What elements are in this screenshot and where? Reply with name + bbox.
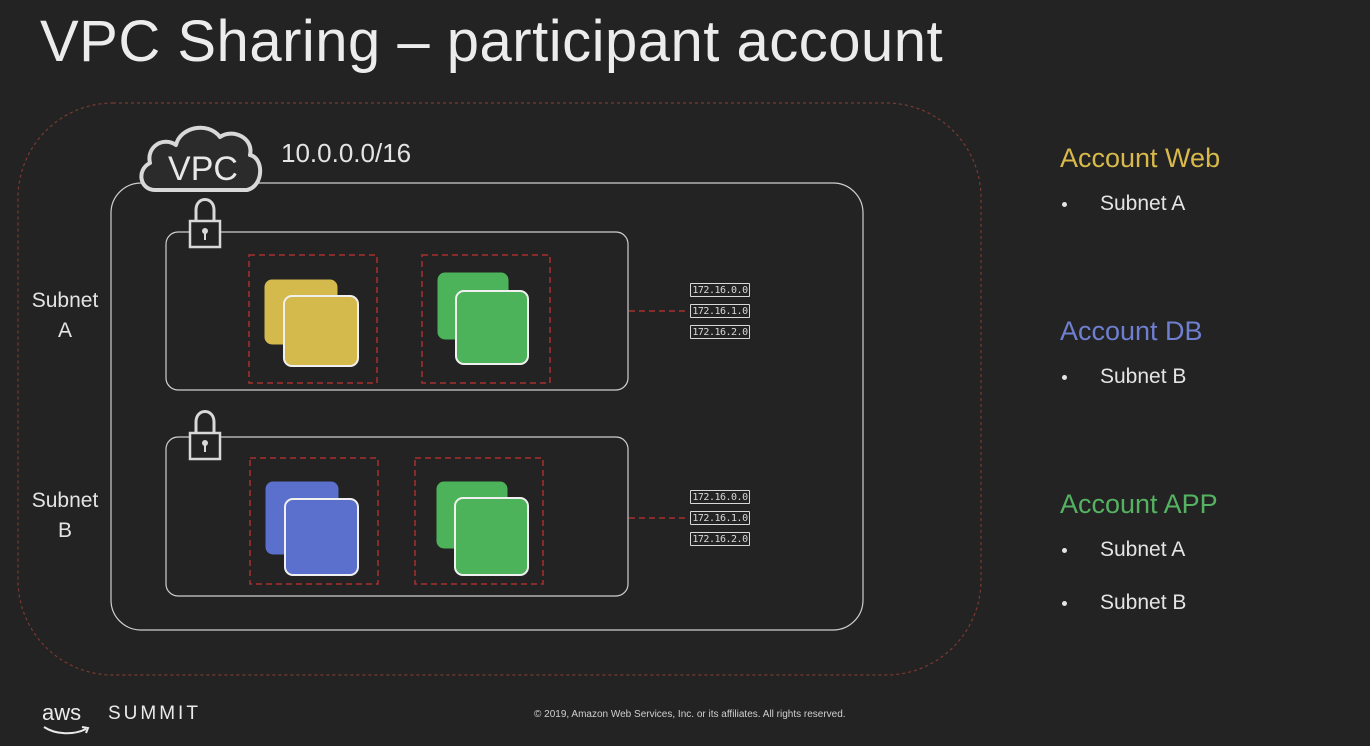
vpc-icon-label: VPC [168,150,238,188]
region-boundary [17,102,982,676]
route-entry: 172.16.0.0 [690,490,750,504]
db-instance [284,498,359,576]
subnet-a-label-line2: A [57,319,72,342]
security-group [249,457,379,585]
lock-icon [188,410,222,461]
account-web-heading: Account Web [1060,143,1221,173]
account-db-legend: Account DB Subnet B [1060,316,1203,418]
account-web-legend: Account Web Subnet A [1060,143,1220,245]
account-db-heading: Account DB [1060,316,1203,346]
subnet-b-label-line2: B [57,519,72,542]
account-app-legend: Account APP Subnet A Subnet B [1060,489,1218,644]
subnet-b-label-line1: Subnet [31,489,99,512]
aws-logo: aws [42,700,82,725]
app-instance [454,497,529,576]
subnet-b-box [165,436,629,597]
subnet-a-label: Subnet A [20,286,110,346]
subnet-b-label: Subnet B [20,486,110,546]
vpc-boundary [110,182,864,631]
vpc-cidr: 10.0.0.0/16 [281,138,412,168]
aws-smile-icon [43,726,90,735]
slide-title: VPC Sharing – participant account [40,9,944,74]
web-instance [283,295,359,367]
copyright-notice: © 2019, Amazon Web Services, Inc. or its… [534,709,846,720]
app-instance [455,290,529,365]
security-group [248,254,378,384]
account-web-subnet-item: Subnet A [1060,192,1220,219]
security-group [421,254,551,384]
account-app-subnet-item: Subnet A [1060,538,1218,565]
route-entry: 172.16.1.0 [690,304,750,318]
account-db-subnet-item: Subnet B [1060,365,1203,392]
account-app-heading: Account APP [1060,489,1218,519]
subnet-a-box [165,231,629,391]
vpc-cloud-icon: VPC [139,125,263,192]
route-entry: 172.16.1.0 [690,511,750,525]
route-entry: 172.16.2.0 [690,325,750,339]
subnet-a-label-line1: Subnet [31,289,99,312]
event-name: SUMMIT [108,703,201,724]
lock-icon [188,198,222,249]
route-entry: 172.16.0.0 [690,283,750,297]
account-app-subnet-item: Subnet B [1060,591,1218,618]
route-entry: 172.16.2.0 [690,532,750,546]
security-group [414,457,544,585]
